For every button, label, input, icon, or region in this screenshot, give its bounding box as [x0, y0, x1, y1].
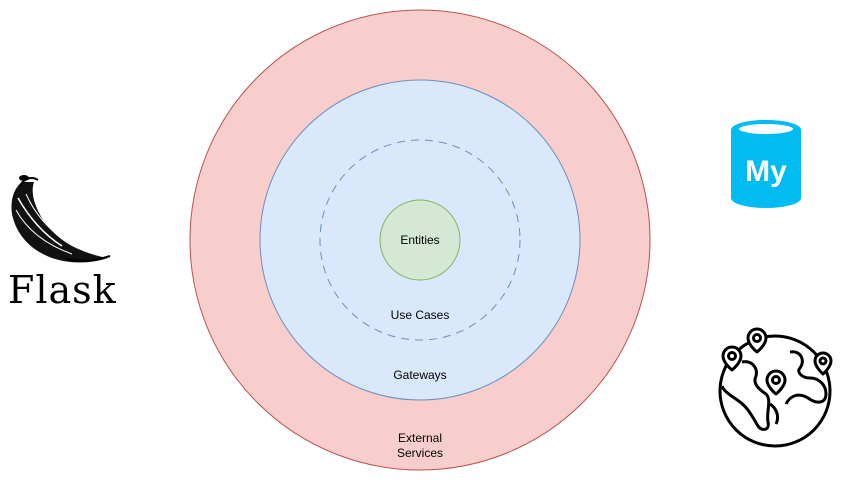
entities-layer — [379, 199, 461, 281]
flask-logo: Flask — [8, 175, 117, 312]
use-cases-layer — [319, 139, 521, 341]
flask-wordmark: Flask — [8, 268, 117, 312]
mysql-logo: My — [731, 120, 801, 208]
mysql-my-wordmark: My — [745, 155, 787, 188]
external-services-label-line2: Services — [397, 446, 443, 460]
globe-location-pins-icon — [718, 327, 833, 448]
flask-horn-icon — [11, 175, 111, 263]
use-cases-label: Use Cases — [391, 308, 450, 322]
gateways-label: Gateways — [393, 368, 446, 382]
external-services-label-line1: External — [398, 431, 442, 445]
mysql-database-icon — [731, 120, 801, 208]
entities-label: Entities — [400, 233, 439, 247]
